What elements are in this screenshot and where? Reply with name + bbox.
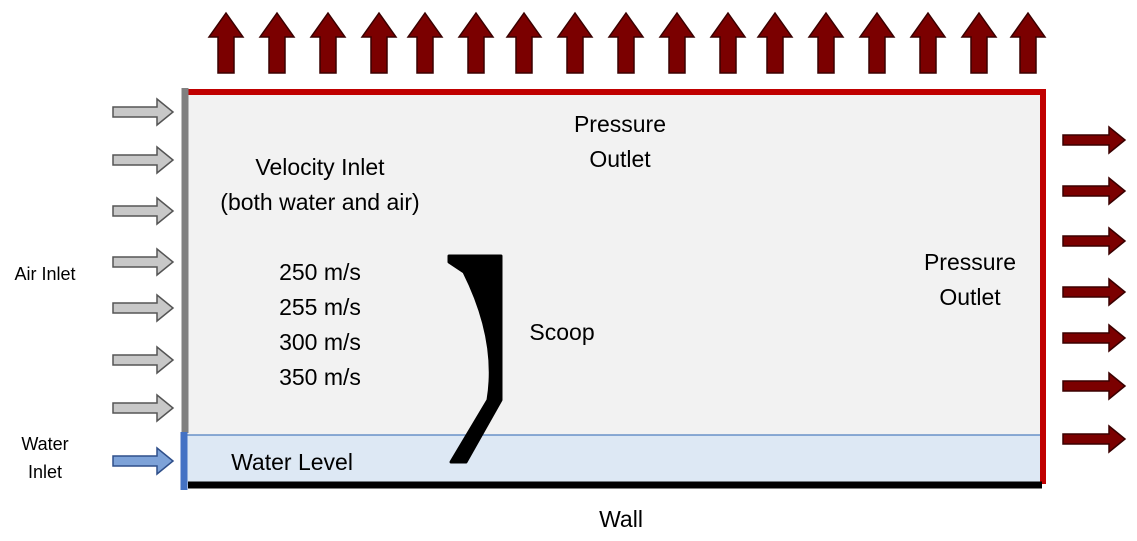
- pressure-outlet-arrow-up: [360, 11, 398, 74]
- pressure-outlet-arrow-up: [909, 11, 947, 74]
- domain-area: [184, 92, 1042, 485]
- arrow-layer: [112, 11, 1127, 476]
- water-inlet-label: Water Inlet: [0, 430, 90, 486]
- water-inlet-line1: Water: [21, 434, 69, 454]
- velocity-value: 250 m/s: [279, 259, 361, 285]
- air-inlet-label: Air Inlet: [14, 264, 76, 284]
- pressure-outlet-arrow-up: [406, 11, 444, 74]
- water-inlet-arrow: [112, 446, 175, 476]
- velocity-value: 350 m/s: [279, 364, 361, 390]
- pressure-outlet-arrow-right: [1062, 125, 1127, 155]
- pressure-outlet-arrow-up: [807, 11, 845, 74]
- air-inlet-arrow: [112, 145, 175, 175]
- water-level-label: Water Level: [231, 449, 353, 475]
- pressure-outlet-arrow-up: [960, 11, 998, 74]
- pressure-outlet-arrow-up: [709, 11, 747, 74]
- water-layer: [184, 435, 1042, 485]
- pressure-outlet-arrow-up: [207, 11, 245, 74]
- pressure-outlet-right-line2: Outlet: [939, 284, 1001, 310]
- velocity-inlet-line2: (both water and air): [220, 189, 420, 215]
- pressure-outlet-arrow-right: [1062, 424, 1127, 454]
- air-inlet-arrow: [112, 345, 175, 375]
- scoop-label: Scoop: [529, 319, 595, 345]
- velocity-value: 300 m/s: [279, 329, 361, 355]
- pressure-outlet-arrow-up: [258, 11, 296, 74]
- pressure-outlet-right-label: Pressure Outlet: [890, 245, 1050, 315]
- air-inlet-arrow: [112, 247, 175, 277]
- velocity-inlet-label: Velocity Inlet (both water and air): [190, 150, 450, 220]
- pressure-outlet-arrow-up: [309, 11, 347, 74]
- pressure-outlet-top-label: Pressure Outlet: [540, 107, 700, 177]
- pressure-outlet-arrow-up: [1009, 11, 1047, 74]
- velocity-inlet-line1: Velocity Inlet: [255, 154, 385, 180]
- scoop-shape: [447, 254, 503, 464]
- pressure-outlet-arrow-right: [1062, 226, 1127, 256]
- pressure-outlet-arrow-right: [1062, 176, 1127, 206]
- pressure-outlet-arrow-up: [457, 11, 495, 74]
- pressure-outlet-arrow-up: [658, 11, 696, 74]
- pressure-outlet-top-line2: Outlet: [589, 146, 651, 172]
- pressure-outlet-arrow-up: [556, 11, 594, 74]
- wall-label: Wall: [599, 506, 643, 532]
- pressure-outlet-arrow-up: [858, 11, 896, 74]
- water-inlet-line2: Inlet: [27, 462, 63, 482]
- air-inlet-arrow: [112, 97, 175, 127]
- pressure-outlet-arrow-up: [756, 11, 794, 74]
- velocity-value: 255 m/s: [279, 294, 361, 320]
- pressure-outlet-arrow-up: [607, 11, 645, 74]
- pressure-outlet-top-line1: Pressure: [573, 111, 667, 137]
- air-inlet-arrow: [112, 293, 175, 323]
- air-inlet-arrow: [112, 196, 175, 226]
- pressure-outlet-arrow-right: [1062, 371, 1127, 401]
- pressure-outlet-right-line1: Pressure: [923, 249, 1017, 275]
- pressure-outlet-arrow-right: [1062, 277, 1127, 307]
- pressure-outlet-arrow-right: [1062, 323, 1127, 353]
- velocity-list: 250 m/s 255 m/s 300 m/s 350 m/s: [250, 255, 390, 395]
- pressure-outlet-arrow-up: [505, 11, 543, 74]
- air-inlet-arrow: [112, 393, 175, 423]
